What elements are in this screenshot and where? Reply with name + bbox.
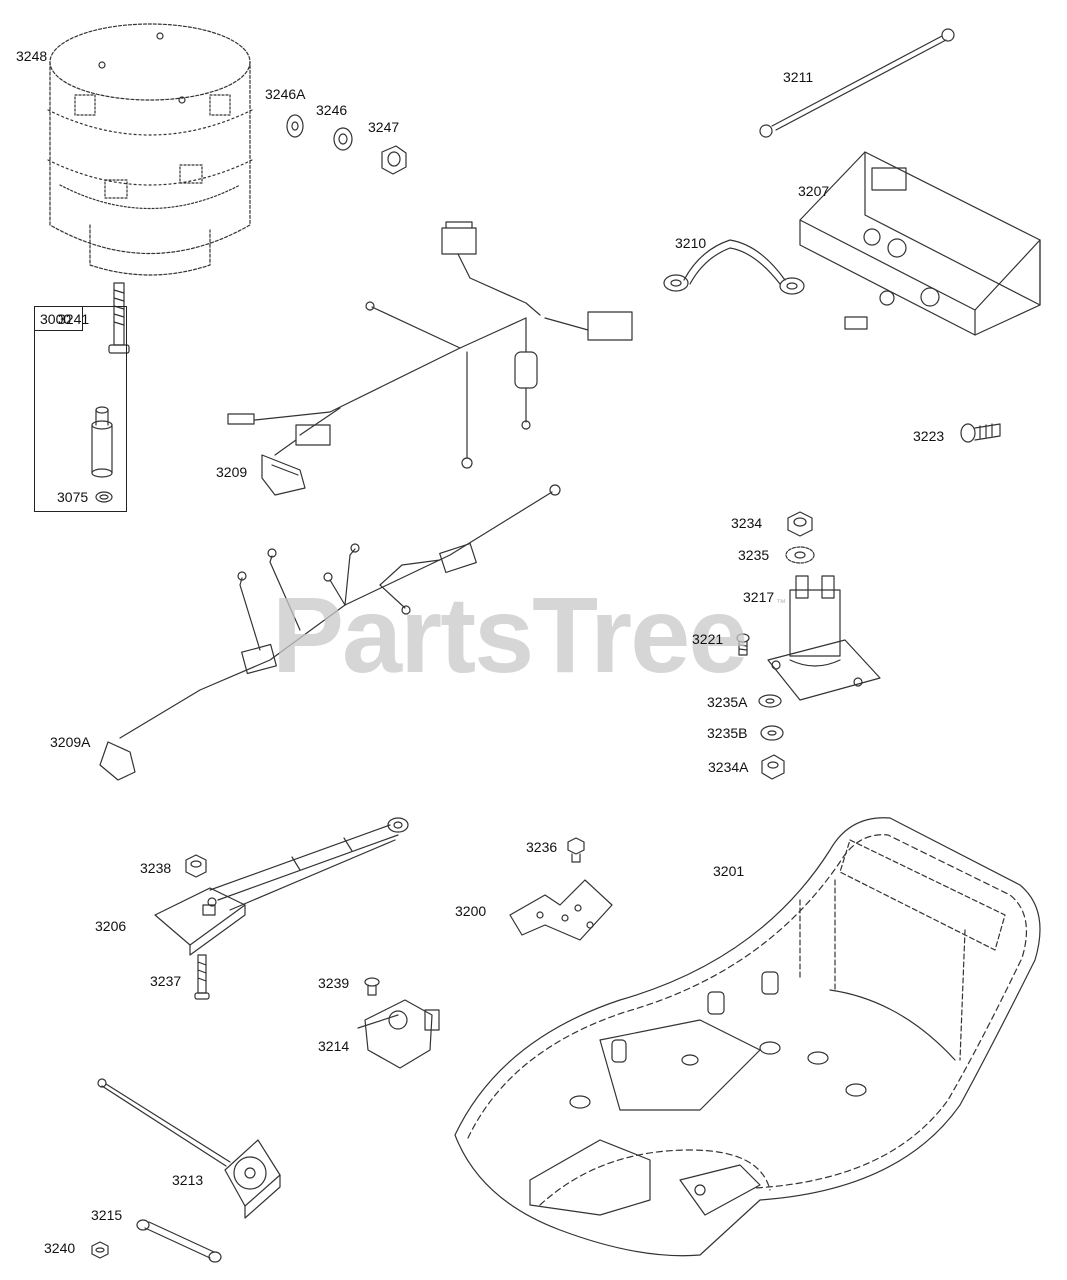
washer-3246 (333, 127, 353, 151)
callout-3209: 3209 (216, 464, 248, 480)
callout-3221: 3221 (692, 631, 724, 647)
callout-3215: 3215 (91, 1207, 123, 1223)
controller-3207 (799, 151, 1041, 336)
screw-3240 (91, 1241, 109, 1259)
screw-3221 (736, 633, 750, 656)
callout-3235: 3235 (738, 547, 770, 563)
callout-3223: 3223 (913, 428, 945, 444)
callout-3235b: 3235B (707, 725, 748, 741)
nut-3234 (787, 511, 813, 537)
strap-3215 (136, 1219, 222, 1263)
washer-3246a (286, 114, 304, 138)
fan-3213 (97, 1078, 281, 1219)
callout-3206: 3206 (95, 918, 127, 934)
washer-3235b (760, 725, 784, 741)
watermark: PartsTree (272, 574, 748, 695)
callout-3075: 3075 (57, 489, 89, 505)
connector-3206 (154, 817, 409, 956)
kit-box (34, 306, 127, 512)
callout-3210: 3210 (675, 235, 707, 251)
callout-3240: 3240 (44, 1240, 76, 1256)
kit-3075-parts (91, 406, 113, 503)
kit-label: 3000 (40, 311, 72, 327)
callout-3236: 3236 (526, 839, 558, 855)
bracket-3200 (509, 879, 613, 941)
callout-3234a: 3234A (708, 759, 749, 775)
callout-3234: 3234 (731, 515, 763, 531)
lockwasher-3235 (785, 546, 815, 564)
callout-3241: 3241 (58, 311, 90, 327)
cable-3211 (759, 28, 955, 138)
bolt-3241 (108, 282, 130, 354)
callout-3211: 3211 (783, 69, 814, 85)
harness-3209 (227, 221, 633, 496)
callout-3248: 3248 (16, 48, 48, 64)
callout-3238: 3238 (140, 860, 172, 876)
motor-part (47, 23, 253, 276)
callout-3239: 3239 (318, 975, 350, 991)
nut-3247 (381, 145, 407, 175)
harness-3209a (99, 484, 561, 781)
cable-3210 (663, 239, 805, 295)
callout-3209a: 3209A (50, 734, 91, 750)
bolt-3237 (194, 954, 210, 1000)
nut-3238 (185, 854, 207, 878)
callout-3246: 3246 (316, 102, 348, 118)
screw-3236 (567, 837, 585, 863)
callout-3200: 3200 (455, 903, 487, 919)
callout-3201: 3201 (713, 863, 745, 879)
callout-3247: 3247 (368, 119, 400, 135)
callout-3217: 3217 (743, 589, 775, 605)
callout-3235a: 3235A (707, 694, 748, 710)
callout-3213: 3213 (172, 1172, 204, 1188)
callout-3214: 3214 (318, 1038, 350, 1054)
callout-3207: 3207 (798, 183, 830, 199)
seat-pan-3201 (454, 817, 1041, 1257)
kit-header (35, 307, 83, 331)
sensor-3214 (357, 999, 440, 1069)
screw-3239 (364, 977, 380, 996)
washer-3235a (758, 694, 782, 708)
solenoid-3217 (767, 575, 881, 701)
watermark-trademark: ™ (776, 598, 786, 609)
callout-3237: 3237 (150, 973, 182, 989)
screw-3223 (960, 423, 1001, 443)
callout-3246a: 3246A (265, 86, 306, 102)
nut-3234a (761, 754, 785, 780)
